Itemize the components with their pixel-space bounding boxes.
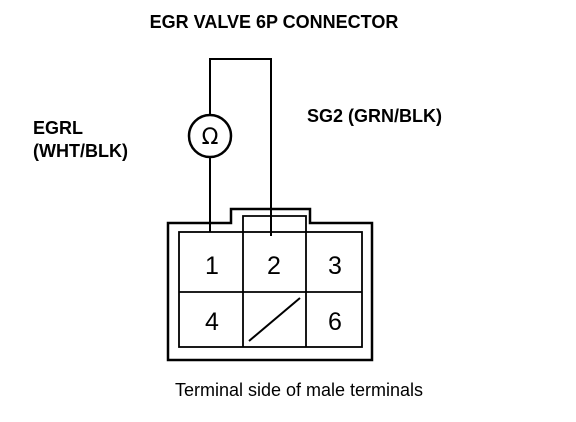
egrl-wire-color-label: (WHT/BLK) bbox=[33, 141, 128, 161]
terminal-4-number: 4 bbox=[205, 308, 219, 336]
test-lead-left-upper bbox=[209, 58, 272, 236]
connector-inner-face bbox=[178, 231, 363, 348]
diagram-title: EGR VALVE 6P CONNECTOR bbox=[150, 12, 399, 32]
empty-cavity-slash bbox=[248, 297, 301, 342]
connector-housing bbox=[166, 207, 374, 362]
terminal-1-number: 1 bbox=[205, 252, 219, 280]
connector-lock-tab bbox=[242, 215, 307, 232]
egrl-label: EGRL bbox=[33, 118, 83, 138]
ohm-symbol: Ω bbox=[202, 125, 219, 150]
terminal-2-number: 2 bbox=[267, 252, 281, 280]
ohmmeter-icon: Ω bbox=[187, 113, 233, 159]
test-lead-wires bbox=[209, 58, 272, 236]
ohmmeter-circle bbox=[187, 113, 233, 159]
terminal-3-number: 3 bbox=[328, 252, 342, 280]
terminal-6-number: 6 bbox=[328, 308, 342, 336]
diagram-caption: Terminal side of male terminals bbox=[175, 380, 423, 400]
sg2-label: SG2 (GRN/BLK) bbox=[307, 106, 442, 126]
connector-outer-shell bbox=[166, 207, 374, 362]
